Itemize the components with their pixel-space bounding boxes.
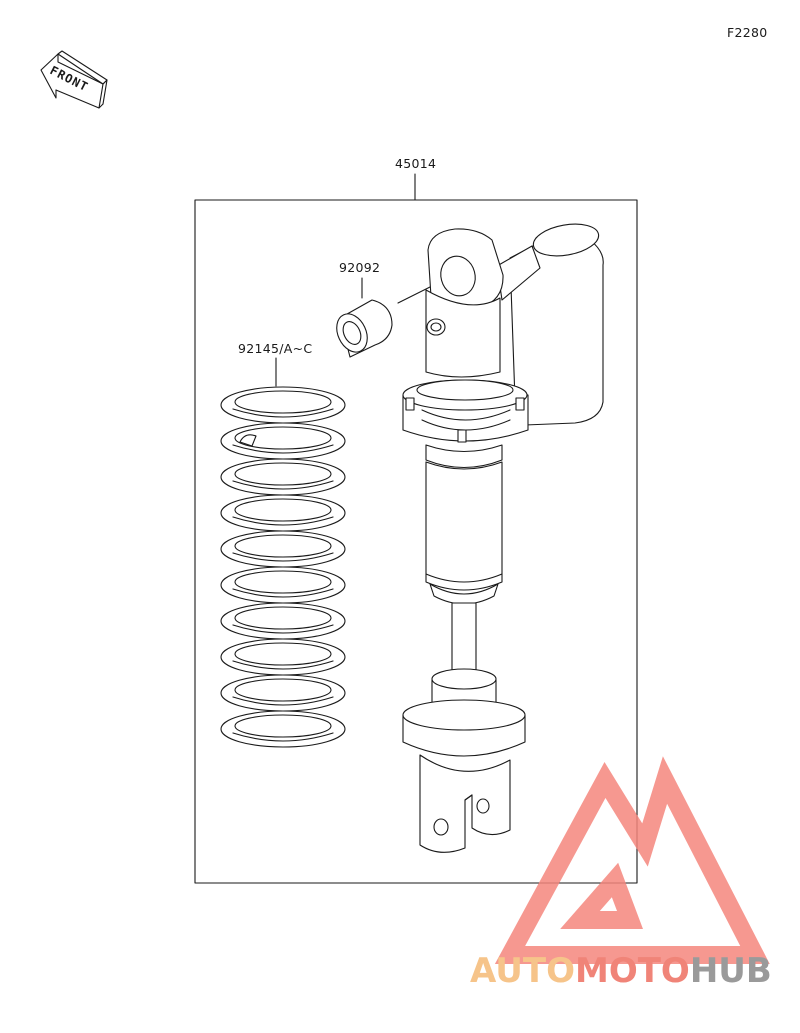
spring-coil bbox=[220, 638, 346, 676]
spring-coil-inner-edge bbox=[234, 498, 332, 522]
spring-end-tip bbox=[239, 434, 257, 447]
watermark-text-auto: AUTO bbox=[470, 951, 575, 991]
spring-coil-inner-edge bbox=[234, 534, 332, 558]
watermark-logo bbox=[494, 756, 770, 964]
spring-coil bbox=[220, 386, 346, 424]
spring-coil bbox=[220, 422, 346, 460]
watermark-text: AUTOMOTOHUB bbox=[470, 951, 772, 991]
bushing-label: 92092 bbox=[339, 260, 380, 275]
front-arrow-icon: FRONT bbox=[40, 50, 108, 109]
spring-coil-inner-edge bbox=[234, 714, 332, 738]
watermark-text-moto: MOTO bbox=[575, 951, 690, 991]
spring-coil bbox=[220, 530, 346, 568]
spring-coil-inner bbox=[232, 624, 334, 634]
spring-coil-inner bbox=[232, 588, 334, 598]
shock-absorber bbox=[402, 223, 604, 853]
spring-coil bbox=[220, 710, 346, 748]
spring-coil-inner bbox=[232, 696, 334, 706]
spring-coil-inner bbox=[232, 480, 334, 490]
spring-coil-inner-edge bbox=[234, 678, 332, 702]
spring-label: 92145/A~C bbox=[238, 341, 312, 356]
spring-coil-inner-edge bbox=[234, 426, 332, 450]
spring-coil-inner bbox=[232, 516, 334, 526]
assembly-frame bbox=[194, 199, 638, 884]
spring-coil-inner-edge bbox=[234, 642, 332, 666]
spring-coil bbox=[220, 458, 346, 496]
assembly-label: 45014 bbox=[395, 156, 436, 171]
watermark-text-hub: HUB bbox=[690, 951, 772, 991]
spring-coil-inner-edge bbox=[234, 390, 332, 414]
spring-coil-inner-edge bbox=[234, 462, 332, 486]
spring-coil-inner bbox=[232, 552, 334, 562]
spring-coil bbox=[220, 674, 346, 712]
diagram-code: F2280 bbox=[727, 25, 768, 40]
spring-coil-inner-edge bbox=[234, 570, 332, 594]
spring-coil bbox=[220, 566, 346, 604]
coil-spring bbox=[220, 386, 346, 748]
spring-coil-inner bbox=[232, 444, 334, 454]
spring-coil-inner bbox=[232, 660, 334, 670]
spring-coil-inner bbox=[232, 732, 334, 742]
spring-coil-inner-edge bbox=[234, 606, 332, 630]
spring-coil-inner bbox=[232, 408, 334, 418]
spring-coil bbox=[220, 494, 346, 532]
spring-coil bbox=[220, 602, 346, 640]
